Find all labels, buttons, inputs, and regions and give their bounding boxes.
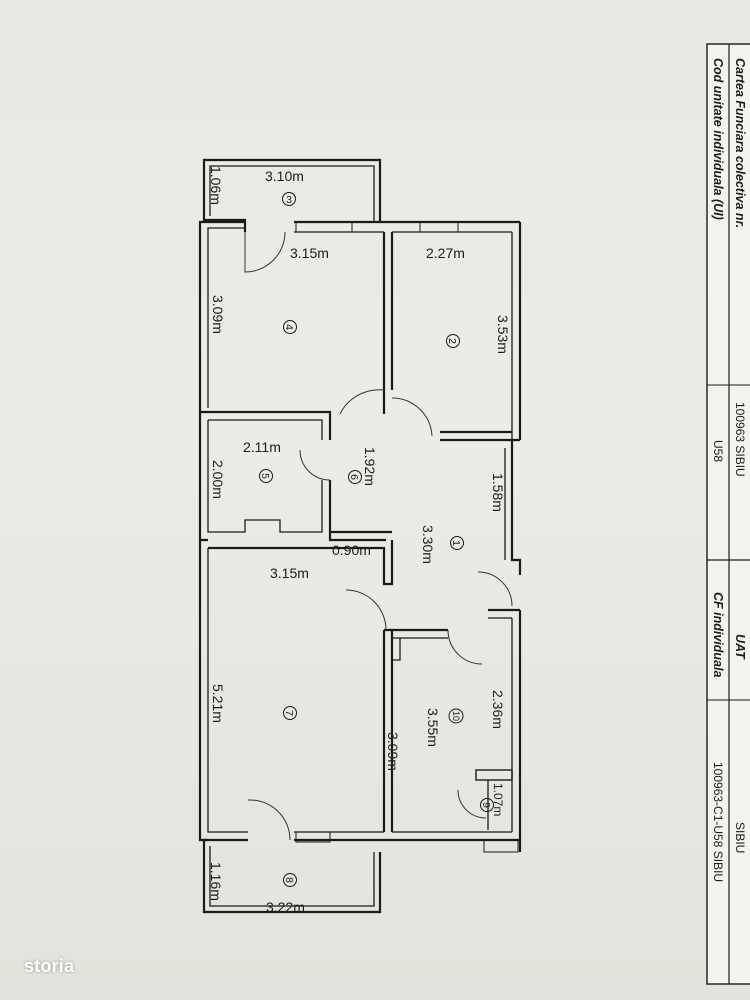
svg-text:10: 10 bbox=[451, 711, 461, 721]
room-number-1: 1 bbox=[450, 536, 464, 550]
doors bbox=[244, 231, 513, 841]
dim-label: 1.16m bbox=[208, 862, 224, 901]
room-number-2: 2 bbox=[446, 334, 460, 348]
dim-label: 5.21m bbox=[210, 684, 226, 723]
table-row2-value: U58 bbox=[711, 440, 725, 462]
dimension-labels: 3.10m 1.06m 3.15m 2.27m 3.09m 3.53m 2.11… bbox=[208, 166, 511, 915]
table-row4-value: 100963-C1-U58 SIBIU bbox=[711, 762, 725, 882]
svg-text:7: 7 bbox=[283, 710, 295, 716]
dim-label: 3.30m bbox=[420, 525, 436, 564]
table-row2-label: Cod unitate individuala (UI) bbox=[711, 58, 725, 220]
table-row1-label: Cartea Funciara colectiva nr. bbox=[733, 58, 747, 228]
table-row4-label: CF individuala bbox=[711, 592, 725, 677]
dim-label: 1.06m bbox=[208, 166, 224, 205]
svg-text:3: 3 bbox=[286, 194, 292, 206]
room-number-10: 10 bbox=[448, 708, 464, 724]
dim-label: 3.09m bbox=[210, 295, 226, 334]
cadastral-header-table: Cartea Funciara colectiva nr. Cod unitat… bbox=[706, 43, 750, 985]
dim-label: 1.58m bbox=[490, 473, 506, 512]
table-row3-label: UAT bbox=[733, 634, 747, 660]
room-number-7: 7 bbox=[283, 706, 297, 720]
dim-label: 3.15m bbox=[270, 565, 309, 581]
dim-label: 3.53m bbox=[495, 315, 511, 354]
table-row3-value: SIBIU bbox=[733, 822, 747, 853]
dim-label: 1.07m bbox=[491, 783, 505, 816]
dim-label: 2.00m bbox=[210, 460, 226, 499]
dim-label: 1.92m bbox=[362, 447, 378, 486]
walls bbox=[198, 158, 522, 914]
svg-text:8: 8 bbox=[283, 877, 295, 883]
dim-label: 3.55m bbox=[425, 708, 441, 747]
storia-watermark-logo: storia bbox=[24, 956, 75, 976]
dim-label: 0.90m bbox=[332, 542, 371, 558]
svg-text:5: 5 bbox=[259, 473, 271, 479]
room-number-6: 6 bbox=[348, 470, 362, 484]
dim-label: 3.15m bbox=[290, 245, 329, 261]
room-number-5: 5 bbox=[259, 469, 273, 483]
dim-label: 2.11m bbox=[243, 439, 281, 455]
svg-text:9: 9 bbox=[480, 802, 492, 808]
room-number-9: 9 bbox=[480, 798, 494, 812]
svg-text:1: 1 bbox=[450, 540, 462, 546]
svg-text:4: 4 bbox=[283, 324, 295, 330]
room-numbers: 3 4 2 5 6 1 7 10 bbox=[259, 192, 494, 887]
dim-label: 3.10m bbox=[265, 168, 304, 184]
dim-label: 2.27m bbox=[426, 245, 465, 261]
room-number-3: 3 bbox=[282, 192, 296, 206]
room-number-4: 4 bbox=[283, 320, 297, 334]
svg-text:2: 2 bbox=[446, 338, 458, 344]
dim-label: 3.09m bbox=[385, 732, 401, 771]
dim-label: 2.36m bbox=[490, 690, 506, 729]
dim-label: 3.22m bbox=[266, 899, 305, 915]
svg-text:6: 6 bbox=[348, 474, 360, 480]
room-number-8: 8 bbox=[283, 873, 297, 887]
table-row1-value: 100963 SIBIU bbox=[733, 402, 747, 477]
